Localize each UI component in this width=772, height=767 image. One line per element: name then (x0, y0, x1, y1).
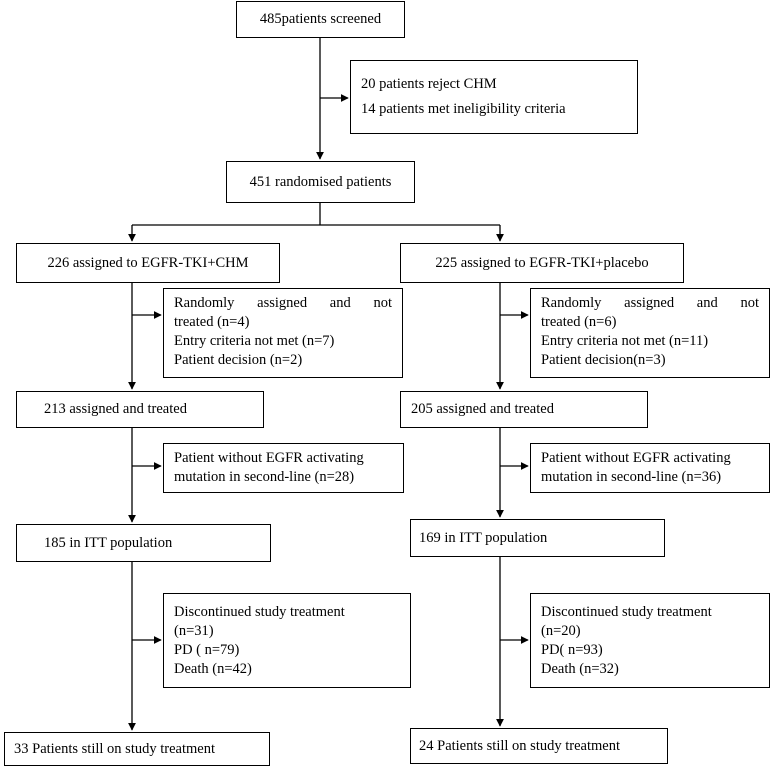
left-itt-box: 185 in ITT population (16, 524, 271, 562)
left-entry-criteria: Entry criteria not met (n=7) (174, 333, 335, 349)
exclusion-reject-chm: 20 patients reject CHM (361, 76, 497, 92)
right-treated-text: 205 assigned and treated (411, 401, 554, 417)
left-discontinued-box: Discontinued study treatment (n=31) PD (… (163, 593, 411, 688)
randomised-text: 451 randomised patients (249, 173, 392, 190)
right-discontinued-n: (n=20) (541, 622, 581, 639)
right-discontinued-line-1: Discontinued study treatment (541, 603, 712, 620)
exclusions-box: 20 patients reject CHM 14 patients met i… (350, 60, 638, 134)
right-not-treated-line-1: Randomly assigned and not (541, 295, 759, 311)
left-discontinued-n: (n=31) (174, 622, 214, 639)
right-death: Death (n=32) (541, 660, 619, 677)
left-not-treated-box: Randomly assigned and not treated (n=4) … (163, 288, 403, 378)
right-itt-text: 169 in ITT population (419, 529, 548, 546)
screened-text: 485patients screened (259, 11, 382, 27)
left-assigned-text: 226 assigned to EGFR-TKI+CHM (47, 254, 249, 271)
left-death: Death (n=42) (174, 660, 252, 677)
right-assigned-text: 225 assigned to EGFR-TKI+placebo (435, 254, 649, 271)
left-treated-text: 213 assigned and treated (44, 401, 187, 417)
left-still-on-text: 33 Patients still on study treatment (14, 740, 215, 757)
right-treated-box: 205 assigned and treated (400, 391, 648, 428)
right-discontinued-box: Discontinued study treatment (n=20) PD( … (530, 593, 770, 688)
right-not-treated-box: Randomly assigned and not treated (n=6) … (530, 288, 770, 378)
right-pd: PD( n=93) (541, 641, 603, 658)
left-no-mutation-line-2: mutation in second-line (n=28) (174, 469, 355, 485)
left-still-on-box: 33 Patients still on study treatment (4, 732, 270, 766)
left-not-treated-line-2: treated (n=4) (174, 314, 250, 330)
left-treated-box: 213 assigned and treated (16, 391, 264, 428)
right-itt-box: 169 in ITT population (410, 519, 665, 557)
right-still-on-text: 24 Patients still on study treatment (419, 737, 620, 754)
right-not-treated-line-2: treated (n=6) (541, 314, 617, 330)
right-patient-decision: Patient decision(n=3) (541, 352, 666, 368)
left-patient-decision: Patient decision (n=2) (174, 352, 303, 368)
randomised-box: 451 randomised patients (226, 161, 415, 203)
screened-box: 485patients screened (236, 1, 405, 38)
right-assigned-box: 225 assigned to EGFR-TKI+placebo (400, 243, 684, 283)
left-not-treated-line-1: Randomly assigned and not (174, 295, 392, 311)
left-discontinued-line-1: Discontinued study treatment (174, 603, 345, 620)
left-itt-text: 185 in ITT population (44, 534, 173, 551)
left-assigned-box: 226 assigned to EGFR-TKI+CHM (16, 243, 280, 283)
left-no-mutation-box: Patient without EGFR activating mutation… (163, 443, 404, 493)
exclusion-ineligible: 14 patients met ineligibility criteria (361, 101, 566, 117)
left-pd: PD ( n=79) (174, 641, 240, 658)
right-entry-criteria: Entry criteria not met (n=11) (541, 333, 709, 349)
right-no-mutation-box: Patient without EGFR activating mutation… (530, 443, 770, 493)
left-no-mutation-line-1: Patient without EGFR activating (174, 450, 364, 466)
right-no-mutation-line-1: Patient without EGFR activating (541, 450, 731, 466)
right-still-on-box: 24 Patients still on study treatment (410, 728, 668, 764)
right-no-mutation-line-2: mutation in second-line (n=36) (541, 469, 722, 485)
